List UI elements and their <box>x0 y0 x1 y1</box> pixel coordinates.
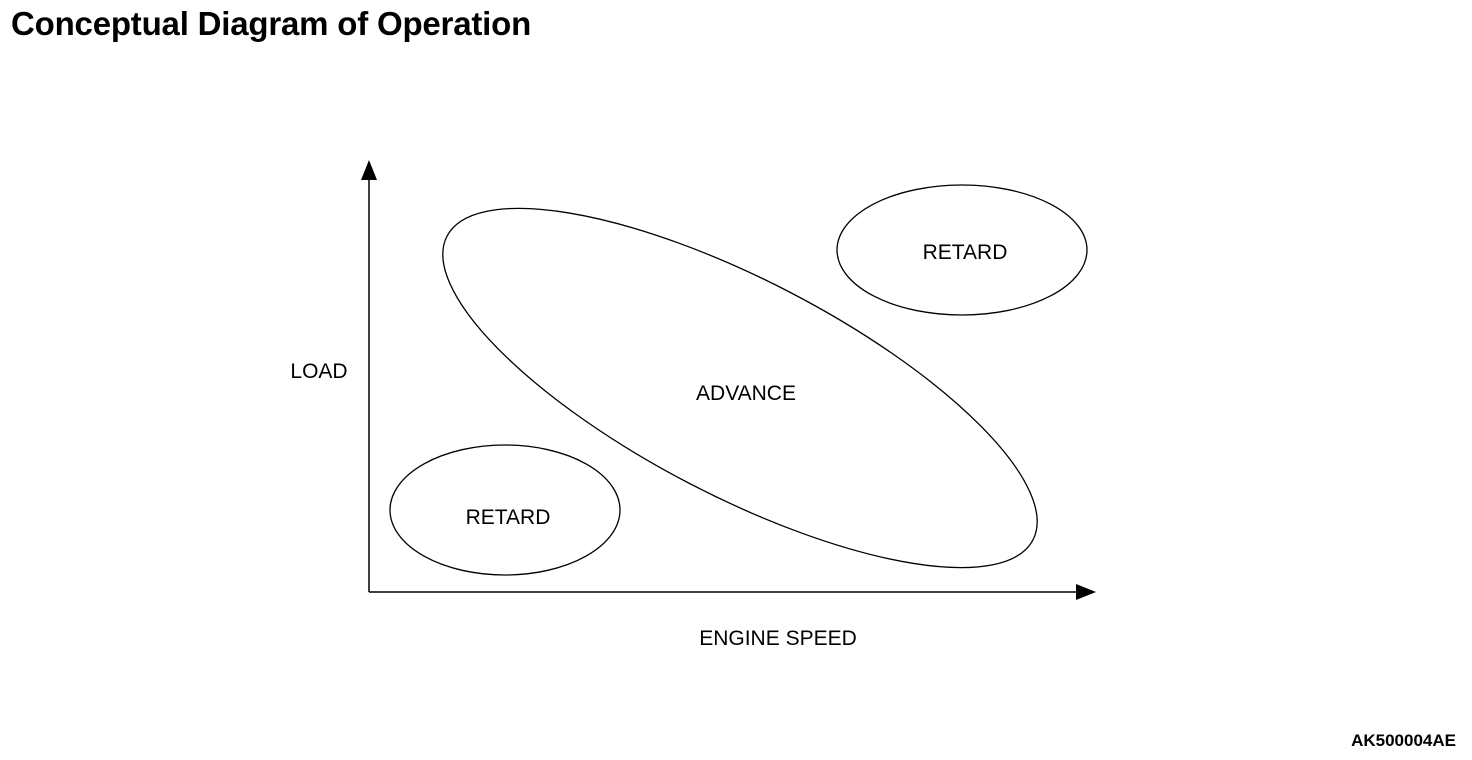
advance-region <box>442 207 1038 569</box>
retard-region-low <box>389 444 621 576</box>
y-axis-label: LOAD <box>290 360 347 383</box>
figure-code: AK500004AE <box>1351 731 1456 750</box>
x-axis-label: ENGINE SPEED <box>699 627 857 650</box>
advance-label: ADVANCE <box>696 382 796 405</box>
retard-region-high <box>836 184 1088 316</box>
x-axis-arrowhead <box>1076 584 1096 600</box>
retard-label-low: RETARD <box>466 506 551 529</box>
y-axis-arrowhead <box>361 160 377 180</box>
page-title: Conceptual Diagram of Operation <box>11 5 532 42</box>
retard-label-high: RETARD <box>923 241 1008 264</box>
